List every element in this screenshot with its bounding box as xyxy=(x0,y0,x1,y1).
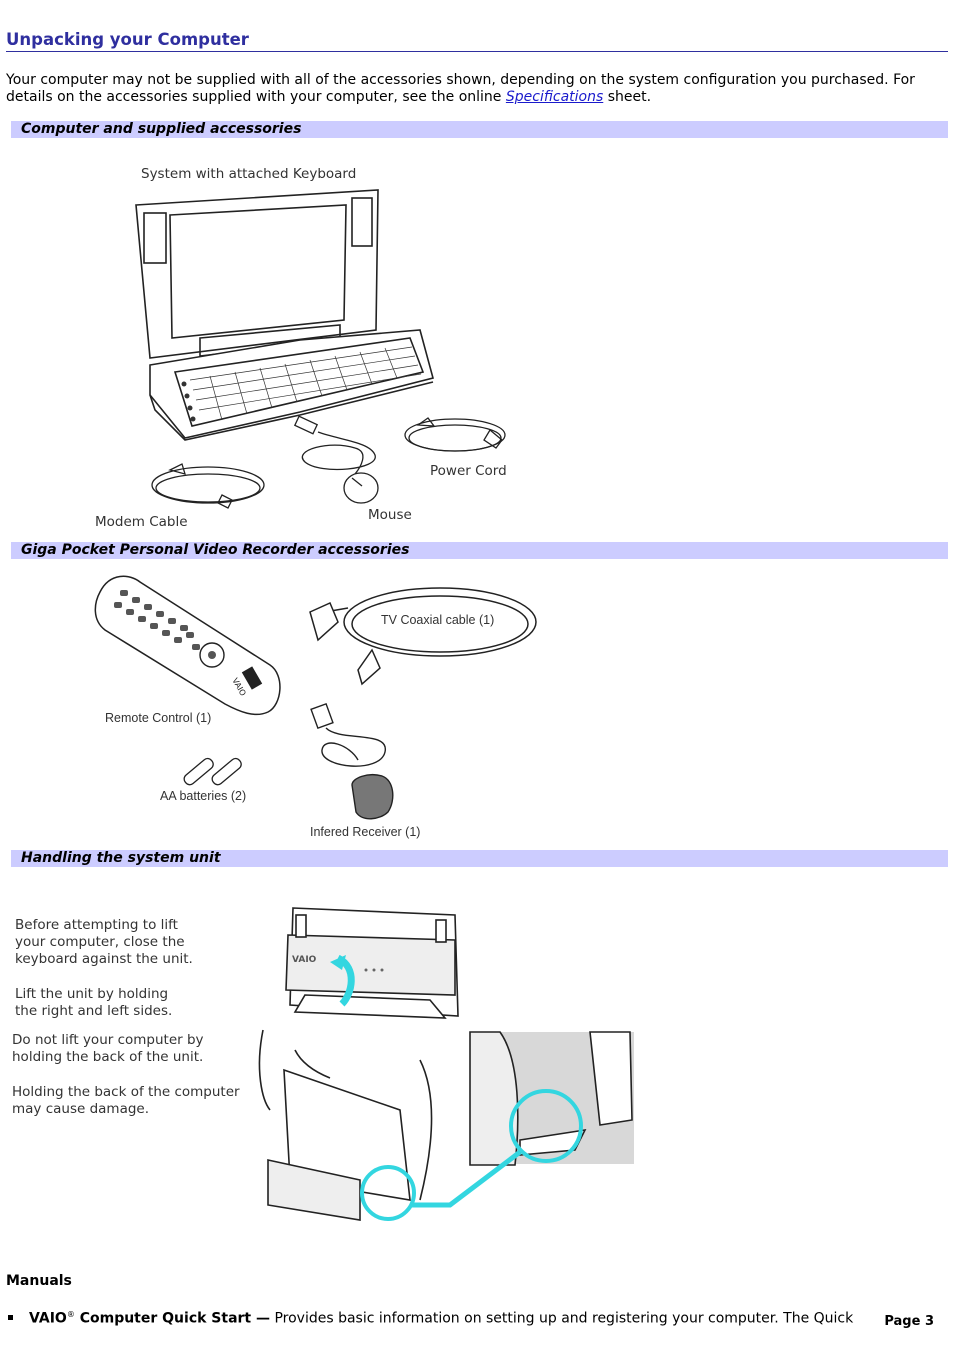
label-power-cord: Power Cord xyxy=(430,463,507,479)
intro-text-end: sheet. xyxy=(603,89,652,105)
registered-mark: ® xyxy=(66,1310,75,1319)
section-header-giga-pocket: Giga Pocket Personal Video Recorder acce… xyxy=(11,542,948,559)
manuals-list-item: VAIO® Computer Quick Start — Provides ba… xyxy=(6,1310,926,1327)
note-do-not-lift-back: Do not lift your computer by holding the… xyxy=(12,1032,204,1065)
label-system: System with attached Keyboard xyxy=(141,166,357,182)
label-remote-control: Remote Control (1) xyxy=(105,711,212,725)
intro-text: Your computer may not be supplied with a… xyxy=(6,72,915,105)
intro-paragraph: Your computer may not be supplied with a… xyxy=(6,72,936,106)
label-infrared-receiver: Infered Receiver (1) xyxy=(310,825,421,839)
label-mouse: Mouse xyxy=(368,507,412,523)
section-header-handling: Handling the system unit xyxy=(11,850,948,867)
note-close-keyboard: Before attempting to lift your computer,… xyxy=(15,917,193,967)
manuals-heading: Manuals xyxy=(6,1273,72,1289)
bullet-icon xyxy=(8,1314,13,1320)
computer-illustration xyxy=(135,189,506,509)
label-tv-coaxial-cable: TV Coaxial cable (1) xyxy=(381,613,495,627)
item-title: Computer Quick Start — xyxy=(74,1310,270,1327)
note-lift-sides: Lift the unit by holding the right and l… xyxy=(15,986,173,1019)
page-number: Page 3 xyxy=(884,1314,934,1329)
label-aa-batteries: AA batteries (2) xyxy=(160,789,247,803)
item-description: Provides basic information on setting up… xyxy=(270,1310,854,1327)
specifications-link[interactable]: Specifications xyxy=(505,89,604,105)
handling-illustration: VAIO xyxy=(258,907,634,1221)
unit-vaio-logo: VAIO xyxy=(292,955,317,965)
item-brand: VAIO xyxy=(29,1310,67,1327)
label-modem-cable: Modem Cable xyxy=(95,514,188,530)
giga-pocket-illustration: VAIO xyxy=(94,575,537,820)
page-title: Unpacking your Computer xyxy=(6,30,948,52)
note-damage-warning: Holding the back of the computer may cau… xyxy=(12,1084,240,1117)
section-header-accessories: Computer and supplied accessories xyxy=(11,121,948,138)
